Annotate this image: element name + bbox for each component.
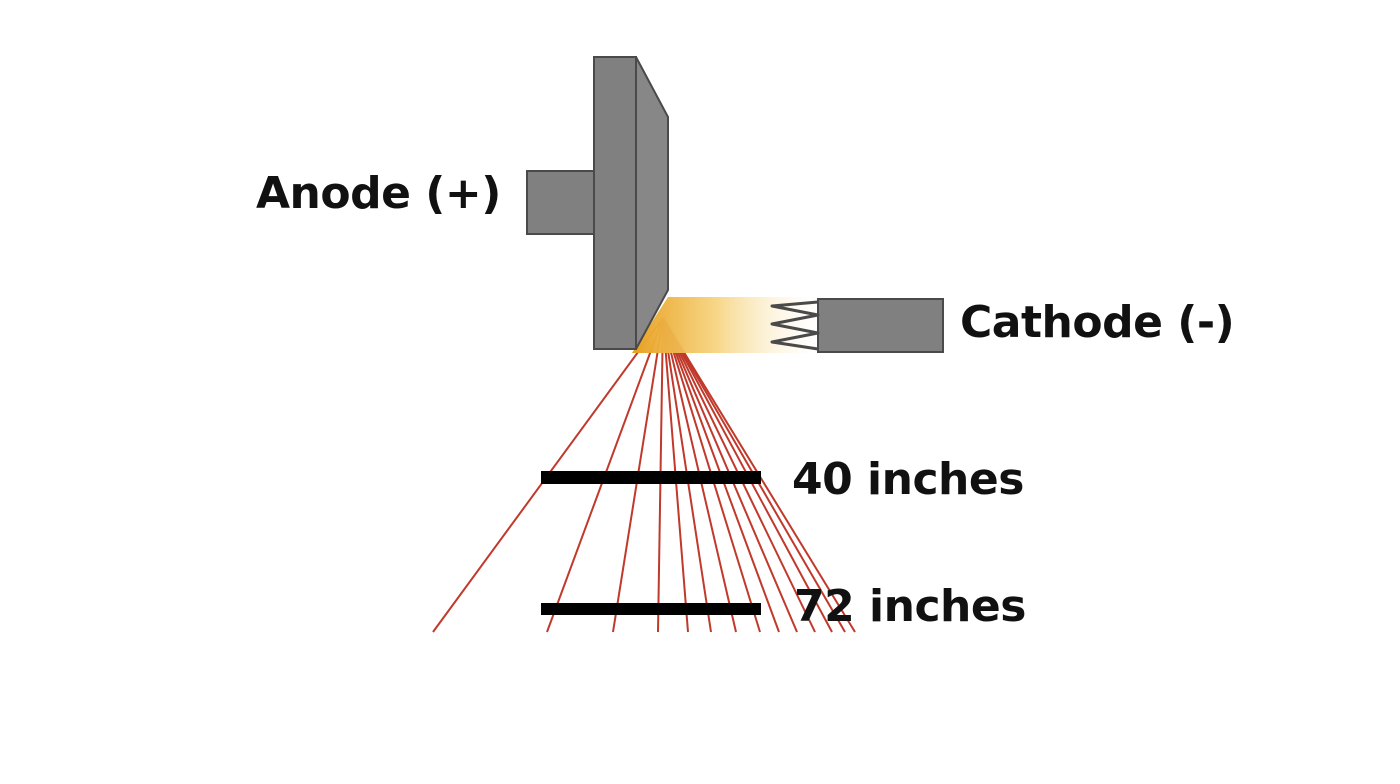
electron-stream bbox=[632, 295, 820, 355]
cathode bbox=[770, 298, 944, 353]
distance-40-label: 40 inches bbox=[792, 454, 1024, 505]
distance-bar-72 bbox=[541, 603, 761, 615]
cathode-body bbox=[817, 298, 944, 353]
anode bbox=[526, 56, 669, 350]
cathode-label: Cathode (-) bbox=[960, 297, 1235, 348]
distance-bar-40 bbox=[541, 471, 761, 484]
distance-72-label: 72 inches bbox=[794, 581, 1026, 632]
anode-stem bbox=[526, 170, 598, 235]
anode-plate bbox=[593, 56, 637, 350]
anode-target-bevel bbox=[635, 56, 669, 350]
coil-filament-icon bbox=[770, 300, 820, 351]
anode-label: Anode (+) bbox=[256, 168, 501, 219]
